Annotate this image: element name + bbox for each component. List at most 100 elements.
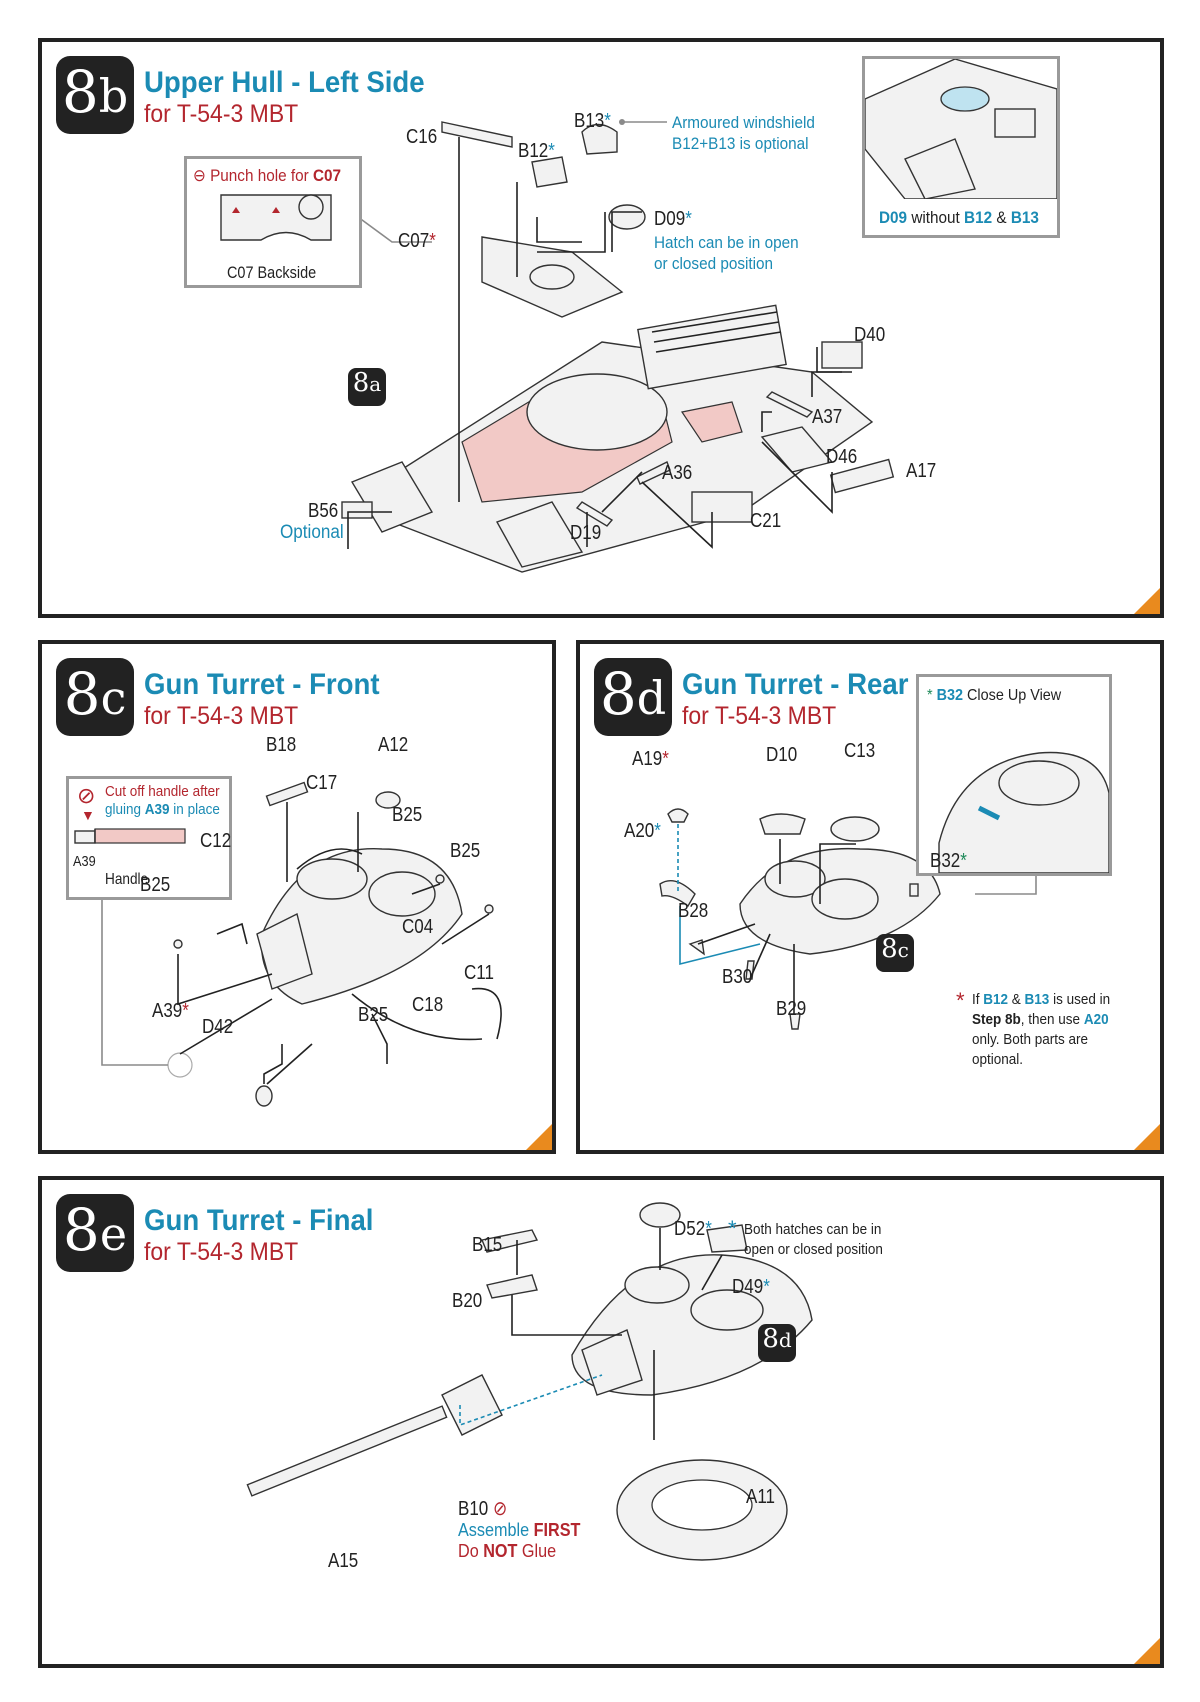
part-a36	[636, 461, 671, 485]
part-d19	[575, 501, 614, 527]
label-a15: A15	[328, 1550, 359, 1572]
cut-handle-inset: ⊘ ▼ Cut off handle after gluing A39 in p…	[66, 776, 232, 900]
label-a39: A39*	[152, 1000, 189, 1022]
no-cut-icon: ⊘	[77, 783, 96, 808]
label-b29: B29	[776, 998, 807, 1020]
part-a39	[167, 1052, 193, 1078]
label-d09: D09*	[654, 208, 692, 230]
part-a20	[659, 880, 696, 908]
fender-mid	[495, 501, 584, 568]
part-a19	[667, 808, 689, 823]
turret-rear-diagram	[659, 808, 1037, 1030]
label-b13: B13*	[574, 110, 611, 132]
turret-final-diagram	[246, 1202, 813, 1561]
part-d40	[821, 341, 863, 369]
label-b28: B28	[678, 900, 709, 922]
part-b12	[531, 156, 568, 188]
part-b15	[481, 1229, 539, 1253]
d09-inset: D09 without B12 & B13	[862, 56, 1060, 238]
label-b18: B18	[266, 734, 297, 756]
hull-cement-area-rear	[681, 401, 743, 443]
upper-hull-diagram	[341, 119, 895, 573]
label-b25-b: B25	[450, 840, 481, 862]
cupola-left	[624, 1266, 690, 1304]
part-b20	[486, 1274, 538, 1299]
b56-optional-note: Optional	[280, 522, 344, 543]
label-b25-a: B25	[392, 804, 423, 826]
part-a17	[829, 458, 895, 494]
part-b29	[789, 1013, 801, 1030]
label-d40: D40	[854, 324, 886, 346]
label-b30: B30	[722, 966, 753, 988]
cupola-right	[368, 871, 436, 917]
a39-handle-drawing	[74, 828, 186, 844]
label-c04: C04	[402, 916, 434, 938]
label-c12: C12	[200, 830, 232, 852]
part-d42	[255, 1085, 273, 1107]
label-a20: A20*	[624, 820, 661, 842]
part-c13	[830, 816, 880, 842]
label-d52: D52*	[674, 1218, 712, 1240]
part-c18	[351, 993, 483, 1041]
label-c21: C21	[750, 510, 782, 532]
part-a37	[765, 391, 814, 418]
page-title: Upper Hull - Left Side	[144, 66, 425, 99]
part-c21	[691, 491, 753, 523]
page-title: Gun Turret - Rear	[682, 668, 909, 701]
label-c17: C17	[306, 772, 338, 794]
label-b20: B20	[452, 1290, 483, 1312]
cupola-right	[811, 878, 879, 920]
no-glue-icon: ⊘	[492, 1498, 508, 1520]
label-b15: B15	[472, 1234, 503, 1256]
label-b25-d: B25	[358, 1004, 389, 1026]
label-d49: D49*	[732, 1276, 770, 1298]
corner-marker	[1134, 1638, 1160, 1664]
inset-a39-label: A39	[73, 853, 96, 870]
label-a36: A36	[662, 462, 693, 484]
part-a15	[246, 1405, 448, 1497]
corner-marker	[1134, 1124, 1160, 1150]
closeup-drawing	[938, 751, 1109, 873]
footnote-asterisk-icon: *	[956, 988, 965, 1013]
closeup-caption: * B32 Close Up View	[927, 687, 1062, 704]
label-b56: B56	[308, 500, 339, 522]
label-b12: B12*	[518, 140, 555, 162]
part-b13	[581, 123, 618, 155]
part-d52	[639, 1202, 681, 1228]
mantlet-area	[256, 912, 313, 990]
punch-note: ⊖ Punch hole for C07	[193, 166, 342, 185]
label-a11: A11	[746, 1486, 775, 1508]
part-c12	[216, 922, 248, 945]
part-d46	[760, 426, 834, 473]
label-b10: B10 ⊘	[458, 1498, 508, 1520]
label-b32: B32*	[930, 850, 967, 872]
label-a19: A19*	[632, 748, 669, 770]
no-glue-icon: ⊖	[193, 166, 211, 185]
c07-backside-drawing	[220, 194, 332, 241]
page-subtitle: for T-54-3 MBT	[682, 702, 837, 730]
turret-front-diagram	[101, 781, 502, 1107]
label-d42: D42	[202, 1016, 234, 1038]
d09-inset-drawing	[865, 59, 1057, 199]
cut-arrow-icon: ▼	[81, 807, 95, 823]
inset-handle-label: Handle	[105, 871, 149, 888]
cupola-left	[296, 858, 368, 900]
label-d46: D46	[826, 446, 858, 468]
label-b25-c: B25	[140, 874, 171, 896]
part-b56	[341, 501, 373, 519]
turret-ring	[526, 373, 668, 451]
corner-marker	[1134, 588, 1160, 614]
part-d49	[706, 1224, 748, 1253]
